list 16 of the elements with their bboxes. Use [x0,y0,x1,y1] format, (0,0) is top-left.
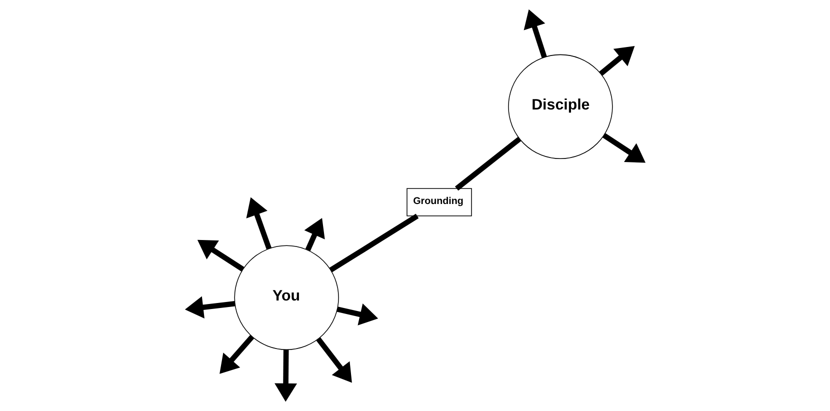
arrow [602,133,646,163]
arrow [274,350,297,402]
node-circle: Disciple [508,54,612,160]
arrow [336,303,378,326]
node-box: Grounding [406,188,472,216]
arrow [196,240,244,272]
arrow [304,218,324,252]
arrow [184,296,235,319]
connector [328,214,418,272]
connector [454,136,521,191]
arrow [316,337,352,383]
node-circle: You [234,245,338,350]
arrow [219,335,254,374]
arrow [246,197,272,250]
arrow [523,9,546,58]
arrow [598,46,634,76]
